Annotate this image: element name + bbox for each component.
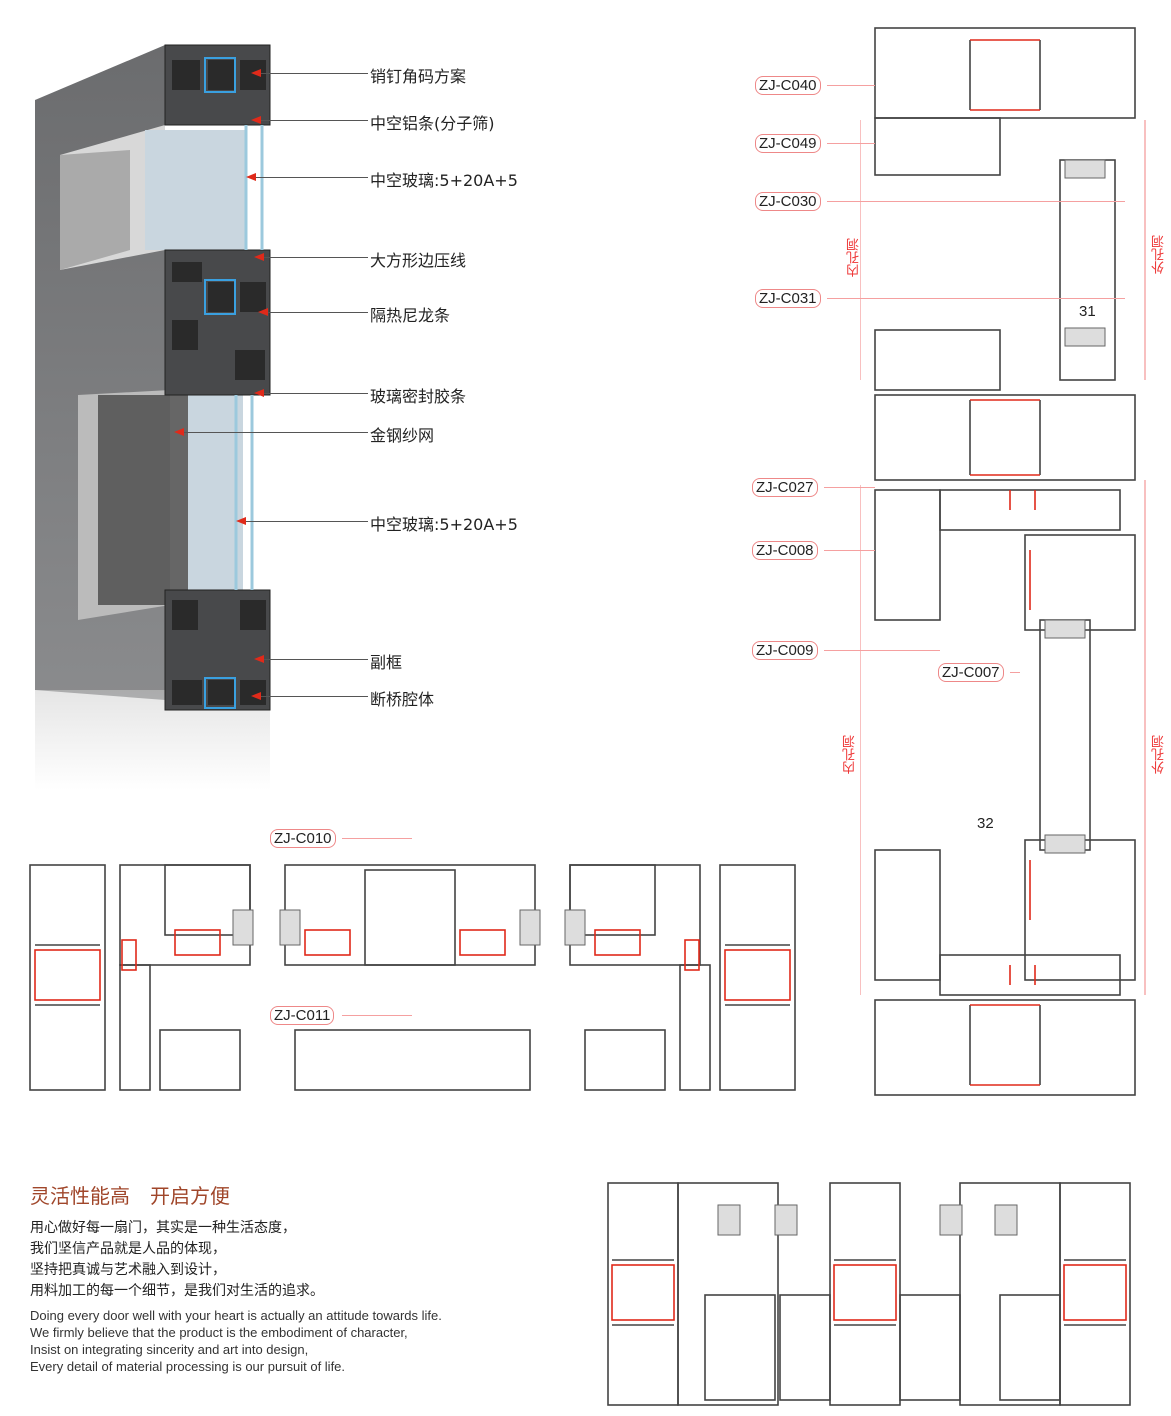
callout-arrow-icon bbox=[251, 692, 261, 700]
callout-arrow-icon bbox=[251, 69, 261, 77]
callout-line bbox=[258, 393, 368, 394]
vertical-section-drawing bbox=[860, 27, 1146, 1096]
part-tag: ZJ-C027 bbox=[752, 478, 818, 497]
body-text-cn: 用心做好每一扇门，其实是一种生活态度， bbox=[30, 1220, 296, 1236]
dimension-31: 31 bbox=[1079, 303, 1096, 320]
window-profile-render bbox=[35, 44, 271, 790]
leader-line bbox=[827, 201, 1125, 202]
callout-line bbox=[250, 177, 368, 178]
callout-line bbox=[255, 696, 368, 697]
leader-line bbox=[824, 550, 875, 551]
part-tag: ZJ-C030 bbox=[755, 192, 821, 211]
outer-hole-label: 外孔洞 bbox=[1152, 735, 1167, 774]
leader-line bbox=[1010, 672, 1020, 673]
callout-line bbox=[178, 432, 368, 433]
callout-label: 金钢纱网 bbox=[370, 426, 435, 445]
callout-arrow-icon bbox=[254, 253, 264, 261]
callout-arrow-icon bbox=[258, 308, 268, 316]
part-tag-zj-c010: ZJ-C010 bbox=[270, 829, 336, 848]
part-tag: ZJ-C049 bbox=[755, 134, 821, 153]
part-tag: ZJ-C007 bbox=[938, 663, 1004, 682]
callout-line bbox=[255, 120, 368, 121]
callout-label: 断桥腔体 bbox=[370, 690, 435, 709]
callout-line bbox=[262, 312, 368, 313]
part-tag: ZJ-C031 bbox=[755, 289, 821, 308]
callout-label: 隔热尼龙条 bbox=[370, 306, 451, 325]
callout-arrow-icon bbox=[251, 116, 261, 124]
part-tag: ZJ-C008 bbox=[752, 541, 818, 560]
horizontal-section-drawing bbox=[29, 864, 796, 1091]
callout-label: 中空玻璃:5+20A+5 bbox=[370, 171, 518, 190]
body-text-en: Doing every door well with your heart is… bbox=[30, 1308, 442, 1323]
callout-label: 玻璃密封胶条 bbox=[370, 387, 467, 406]
body-text-cn: 坚持把真诚与艺术融入到设计， bbox=[30, 1262, 226, 1278]
body-text-en: Insist on integrating sincerity and art … bbox=[30, 1342, 309, 1357]
body-text-cn: 我们坚信产品就是人品的体现， bbox=[30, 1241, 226, 1257]
leader-line bbox=[827, 143, 875, 144]
body-text-en: Every detail of material processing is o… bbox=[30, 1359, 346, 1374]
callout-arrow-icon bbox=[254, 389, 264, 397]
dimension-32: 32 bbox=[977, 815, 994, 832]
leader-line bbox=[827, 298, 1125, 299]
outer-hole-label: 外孔洞 bbox=[1152, 235, 1167, 274]
callout-label: 中空铝条(分子筛) bbox=[370, 114, 495, 133]
callout-line bbox=[255, 73, 368, 74]
part-tag-zj-c011: ZJ-C011 bbox=[270, 1006, 335, 1025]
inner-hole-label: 内孔洞 bbox=[847, 238, 862, 277]
body-text-en: We firmly believe that the product is th… bbox=[30, 1325, 408, 1340]
part-tag: ZJ-C009 bbox=[752, 641, 818, 660]
part-tag: ZJ-C040 bbox=[755, 76, 821, 95]
leader-line bbox=[824, 650, 940, 651]
leader-line bbox=[827, 85, 875, 86]
sliding-section-drawing bbox=[607, 1182, 1131, 1406]
callout-line bbox=[240, 521, 368, 522]
section-heading: 灵活性能高 开启方便 bbox=[30, 1184, 230, 1208]
callout-line bbox=[258, 257, 368, 258]
callout-label: 中空玻璃:5+20A+5 bbox=[370, 515, 518, 534]
callout-arrow-icon bbox=[174, 428, 184, 436]
callout-arrow-icon bbox=[254, 655, 264, 663]
callout-label: 销钉角码方案 bbox=[370, 67, 467, 86]
callout-arrow-icon bbox=[236, 517, 246, 525]
callout-label: 副框 bbox=[370, 653, 403, 672]
callout-label: 大方形边压线 bbox=[370, 251, 467, 270]
inner-hole-label: 内孔洞 bbox=[843, 735, 858, 774]
callout-line bbox=[258, 659, 368, 660]
callout-arrow-icon bbox=[246, 173, 256, 181]
leader-line bbox=[824, 487, 875, 488]
body-text-cn: 用料加工的每一个细节，是我们对生活的追求。 bbox=[30, 1283, 324, 1299]
